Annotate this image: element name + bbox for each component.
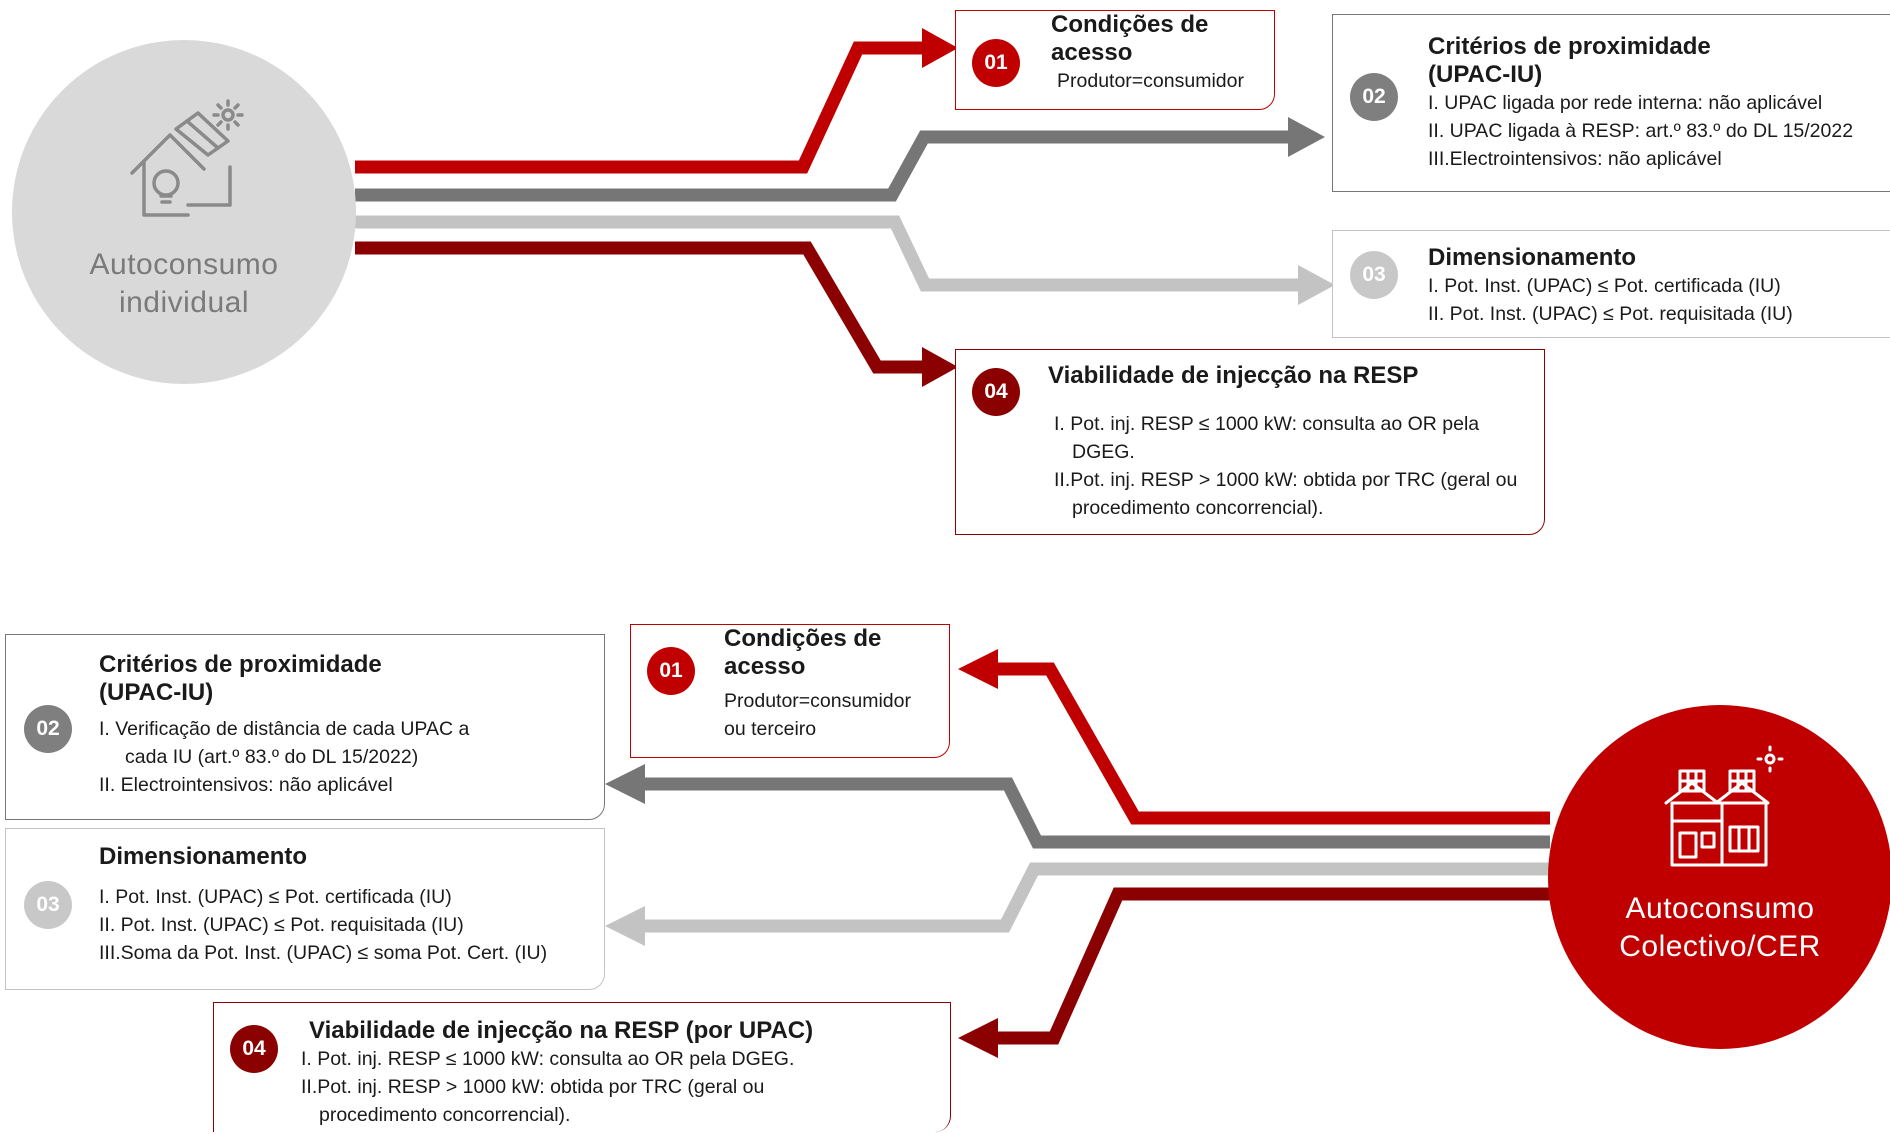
ind-02-line-1: I. UPAC ligada por rede interna: não apl… <box>1428 92 1823 114</box>
ind-02-title-1: Critérios de proximidade <box>1428 33 1711 60</box>
individual-label: Autoconsumo individual <box>90 246 279 322</box>
arrowhead-ind-02 <box>1288 117 1325 157</box>
col-box-01: 01 Condições de acesso Produtor=consumid… <box>630 624 950 758</box>
col-04-line-2b: procedimento concorrencial). <box>319 1104 571 1126</box>
arrowhead-ind-03 <box>1298 265 1335 305</box>
individual-label-line-1: Autoconsumo <box>89 248 279 281</box>
individual-circle: Autoconsumo individual <box>12 40 356 384</box>
col-02-line-1: I. Verificação de distância de cada UPAC… <box>99 718 470 740</box>
arrowhead-col-02 <box>605 764 645 804</box>
collective-label: Autoconsumo Colectivo/CER <box>1619 890 1821 966</box>
col-01-title-1: Condições de <box>724 625 882 652</box>
col-badge-03: 03 <box>24 881 72 929</box>
collective-label-line-1: Autoconsumo <box>1625 892 1815 925</box>
col-04-line-1: I. Pot. inj. RESP ≤ 1000 kW: consulta ao… <box>301 1048 795 1070</box>
col-02-title-1: Critérios de proximidade <box>99 651 382 678</box>
arrow-ind-01 <box>355 41 925 174</box>
ind-04-line-1: I. Pot. inj. RESP ≤ 1000 kW: consulta ao… <box>1054 413 1480 463</box>
arrow-col-02 <box>645 777 1550 849</box>
col-04-title-1: Viabilidade de injecção na RESP (por UPA… <box>309 1017 814 1044</box>
col-03-line-2: II. Pot. Inst. (UPAC) ≤ Pot. requisitada… <box>99 914 464 936</box>
ind-04-title-1: Viabilidade de injecção na RESP <box>1048 362 1419 389</box>
col-box-02: 02 Critérios de proximidade (UPAC-IU) I.… <box>5 634 605 820</box>
arrow-ind-03 <box>355 215 1300 292</box>
ind-01-line-1: Produtor=consumidor <box>1057 70 1244 92</box>
col-02-title-2: (UPAC-IU) <box>99 679 214 706</box>
arrow-ind-02 <box>355 130 1290 202</box>
ind-box-02: 02 Critérios de proximidade (UPAC-IU) I.… <box>1332 14 1890 192</box>
col-02-line-2: II. Electrointensivos: não aplicável <box>99 774 393 796</box>
col-03-title-1: Dimensionamento <box>99 843 308 870</box>
arrow-col-04 <box>995 887 1550 1045</box>
col-03-line-3: III.Soma da Pot. Inst. (UPAC) ≤ soma Pot… <box>99 942 548 964</box>
arrow-col-01 <box>995 662 1550 825</box>
arrow-col-03 <box>645 862 1550 933</box>
col-01-title-2: acesso <box>724 653 806 680</box>
house-solar-lightbulb-icon <box>130 99 244 217</box>
ind-01-title-1: Condições de <box>1051 11 1209 38</box>
ind-badge-02: 02 <box>1350 73 1398 121</box>
ind-box-01: 01 Condições de acesso Produtor=consumid… <box>955 10 1275 110</box>
arrowhead-ind-01 <box>922 28 958 68</box>
col-badge-02: 02 <box>24 705 72 753</box>
collective-label-line-2: Colectivo/CER <box>1619 930 1821 963</box>
buildings-solar-panels-icon <box>1664 745 1784 867</box>
ind-box-04: 04 Viabilidade de injecção na RESP I. Po… <box>955 349 1545 535</box>
col-box-03: 03 Dimensionamento I. Pot. Inst. (UPAC) … <box>5 828 605 990</box>
ind-03-line-1: I. Pot. Inst. (UPAC) ≤ Pot. certificada … <box>1428 275 1781 297</box>
ind-02-line-3: III.Electrointensivos: não aplicável <box>1428 148 1722 170</box>
col-01-line-1: Produtor=consumidor <box>724 690 911 712</box>
col-badge-04: 04 <box>230 1025 278 1073</box>
ind-02-line-2: II. UPAC ligada à RESP: art.º 83.º do DL… <box>1428 120 1854 142</box>
ind-01-title-2: acesso <box>1051 39 1133 66</box>
arrowhead-col-01 <box>958 649 998 689</box>
ind-03-line-2: II. Pot. Inst. (UPAC) ≤ Pot. requisitada… <box>1428 303 1793 325</box>
col-box-04: 04 Viabilidade de injecção na RESP (por … <box>213 1002 951 1132</box>
arrowhead-col-04 <box>958 1018 998 1058</box>
col-03-line-1: I. Pot. Inst. (UPAC) ≤ Pot. certificada … <box>99 886 452 908</box>
ind-badge-01: 01 <box>972 39 1020 87</box>
col-badge-01: 01 <box>647 647 695 695</box>
arrow-ind-04 <box>355 241 925 374</box>
ind-box-03: 03 Dimensionamento I. Pot. Inst. (UPAC) … <box>1332 230 1890 338</box>
col-01-line-2: ou terceiro <box>724 718 817 740</box>
arrowhead-col-03 <box>605 906 645 946</box>
ind-03-title-1: Dimensionamento <box>1428 244 1637 271</box>
col-04-line-2: II.Pot. inj. RESP > 1000 kW: obtida por … <box>301 1076 765 1098</box>
ind-badge-03: 03 <box>1350 251 1398 299</box>
col-02-line-1b: cada IU (art.º 83.º do DL 15/2022) <box>125 746 419 768</box>
ind-04-line-2: II.Pot. inj. RESP > 1000 kW: obtida por … <box>1054 469 1518 519</box>
collective-circle: Autoconsumo Colectivo/CER <box>1548 705 1890 1049</box>
arrowhead-ind-04 <box>922 347 958 387</box>
ind-badge-04: 04 <box>972 368 1020 416</box>
ind-02-title-2: (UPAC-IU) <box>1428 61 1543 88</box>
individual-label-line-2: individual <box>118 286 250 319</box>
